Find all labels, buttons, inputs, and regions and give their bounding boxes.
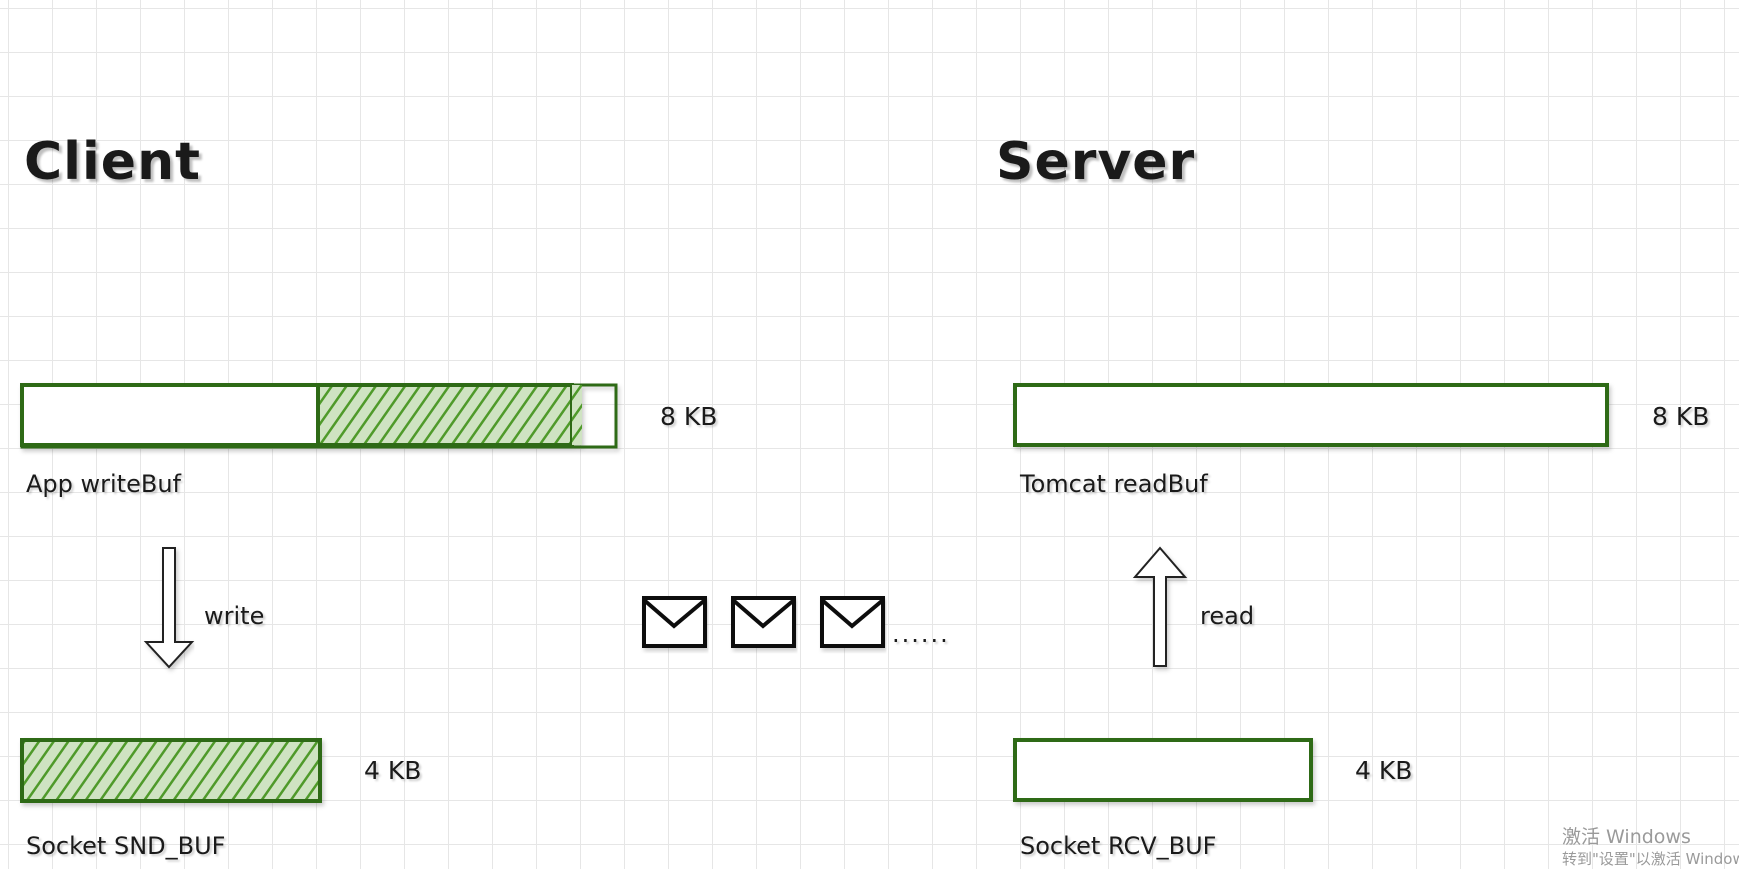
- server-readbuf-box: [1013, 383, 1609, 447]
- client-writebuf-label: App writeBuf: [26, 470, 181, 498]
- client-writebuf-filled-region: [316, 383, 574, 447]
- client-writebuf-overflow-region: [572, 385, 582, 445]
- read-arrow-label: read: [1200, 602, 1255, 630]
- server-readbuf-label: Tomcat readBuf: [1020, 470, 1208, 498]
- server-rcvbuf-label: Socket RCV_BUF: [1020, 832, 1217, 860]
- client-sndbuf-label: Socket SND_BUF: [26, 832, 226, 860]
- activation-watermark-subtitle: 转到"设置"以激活 Windows: [1562, 850, 1739, 868]
- client-title: Client: [24, 132, 201, 192]
- server-readbuf-size: 8 KB: [1652, 402, 1710, 431]
- read-arrow-icon: [1132, 546, 1188, 667]
- packet-envelope-icon-2: [731, 596, 796, 648]
- client-writebuf-size: 8 KB: [660, 402, 718, 431]
- server-rcvbuf-box: [1013, 738, 1313, 802]
- server-rcvbuf-size: 4 KB: [1355, 756, 1413, 785]
- client-socket-sndbuf: [20, 738, 322, 803]
- activation-watermark-title: 激活 Windows: [1562, 826, 1691, 848]
- server-tomcat-readbuf: [1013, 383, 1609, 447]
- client-sndbuf-size: 4 KB: [364, 756, 422, 785]
- write-arrow-label: write: [204, 602, 265, 630]
- server-socket-rcvbuf: [1013, 738, 1313, 802]
- client-app-writebuf: [20, 383, 618, 449]
- server-title: Server: [996, 132, 1196, 192]
- packet-envelope-icon-3: [820, 596, 885, 648]
- packet-ellipsis: ......: [892, 620, 950, 648]
- client-sndbuf-filled-region: [20, 738, 322, 803]
- write-arrow-icon: [143, 547, 195, 669]
- packet-envelope-icon-1: [642, 596, 707, 648]
